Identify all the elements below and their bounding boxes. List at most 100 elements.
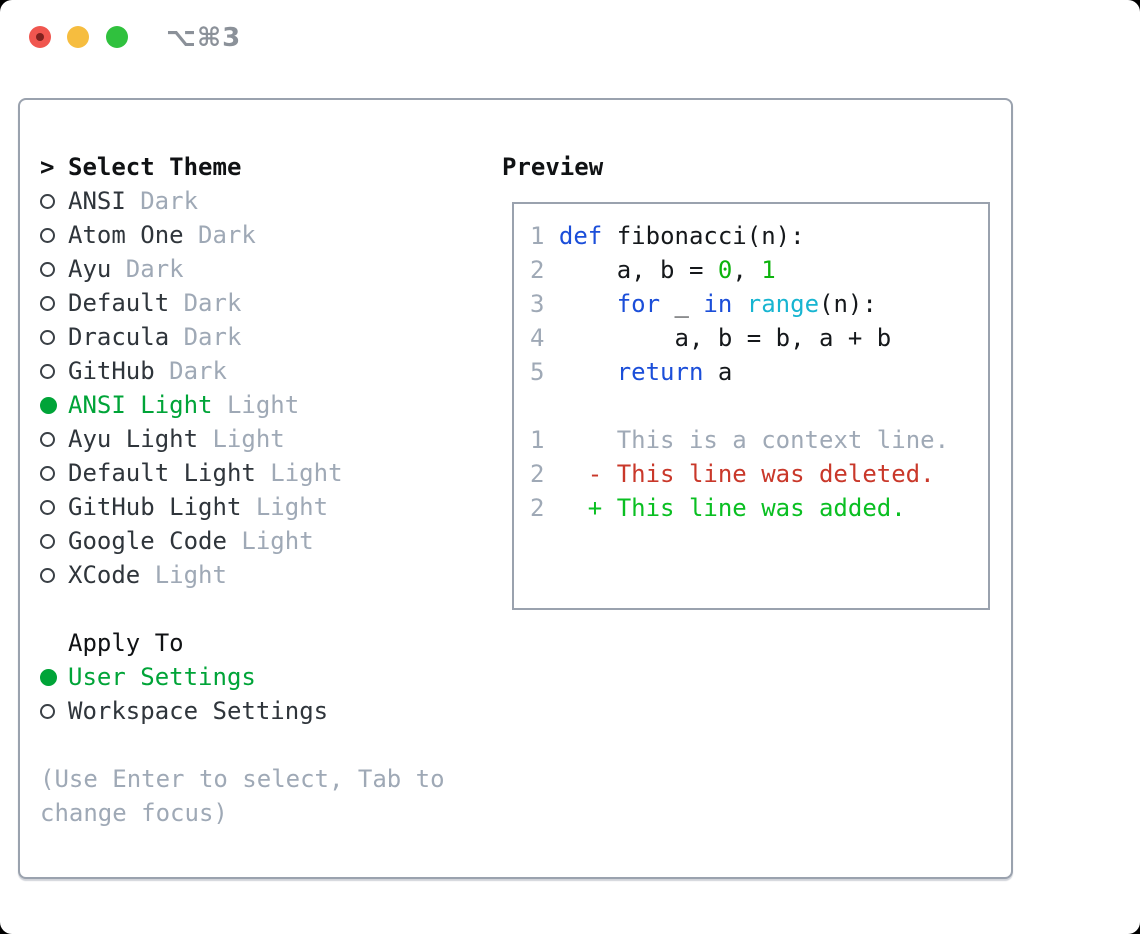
code-blank-line: [530, 389, 988, 423]
radio-icon: [40, 431, 55, 447]
theme-name: Ayu: [68, 255, 112, 283]
theme-name: ANSI: [68, 187, 126, 215]
theme-variant: Dark: [183, 323, 242, 351]
code-line: 1 def fibonacci(n):: [530, 219, 988, 253]
code-segment-lnum: 5: [530, 358, 559, 386]
code-line: 4 a, b = b, a + b: [530, 321, 988, 355]
help-text: (Use Enter to select, Tab to change focu…: [40, 765, 445, 827]
code-segment-lnum: 2: [530, 494, 588, 522]
radio-marker: [40, 567, 68, 583]
theme-name: GitHub: [68, 357, 155, 385]
theme-name: Dracula: [68, 323, 170, 351]
apply-option[interactable]: User Settings: [40, 660, 328, 694]
minimize-button[interactable]: [67, 26, 89, 48]
theme-item[interactable]: Default Dark: [40, 286, 343, 320]
theme-variant: Dark: [169, 357, 227, 385]
code-segment-plain: a, b = b, a + b: [558, 324, 892, 352]
radio-marker: [40, 533, 68, 549]
radio-marker: [40, 329, 68, 345]
theme-name: ANSI Light: [68, 391, 213, 419]
theme-items: ANSI Dark Atom One Dark Ayu Dark Default…: [40, 184, 343, 592]
code-segment-kw: for: [616, 290, 661, 318]
code-line: 1 This is a context line.: [530, 423, 988, 457]
theme-variant: Dark: [140, 187, 199, 215]
theme-item[interactable]: ANSI Dark: [40, 184, 343, 218]
code-line: 5 return a: [530, 355, 988, 389]
theme-item[interactable]: Google Code Light: [40, 524, 343, 558]
theme-item[interactable]: Dracula Dark: [40, 320, 343, 354]
theme-variant: Light: [212, 425, 285, 453]
theme-item[interactable]: ANSI Light Light: [40, 388, 343, 422]
theme-picker-dialog: > Select Theme ANSI Dark Atom One Dark A…: [18, 98, 1013, 879]
theme-item[interactable]: Ayu Dark: [40, 252, 343, 286]
theme-variant: Dark: [183, 289, 242, 317]
theme-variant: Dark: [198, 221, 256, 249]
code-segment-lnum: 3: [530, 290, 559, 318]
radio-icon: [40, 396, 57, 414]
theme-item[interactable]: GitHub Dark: [40, 354, 343, 388]
close-button[interactable]: [29, 26, 51, 48]
radio-marker: [40, 295, 68, 311]
apply-to-title: Apply To: [68, 629, 184, 657]
code-segment-plain: a: [703, 358, 733, 386]
code-segment-lnum: 2: [530, 460, 588, 488]
code-line: 2 + This line was added.: [530, 491, 988, 525]
theme-name: GitHub Light: [68, 493, 242, 521]
apply-option[interactable]: Workspace Settings: [40, 694, 328, 728]
code-segment-kw: return: [616, 358, 704, 386]
window-title: ⌥⌘3: [166, 23, 242, 53]
theme-item[interactable]: XCode Light: [40, 558, 343, 592]
code-segment-lnum: 4: [530, 324, 559, 352]
code-line: 2 - This line was deleted.: [530, 457, 988, 491]
apply-to-header-row: Apply To: [40, 626, 328, 660]
radio-icon: [40, 295, 55, 311]
radio-icon: [40, 703, 55, 719]
radio-icon: [40, 193, 55, 209]
radio-icon: [40, 261, 55, 277]
code-segment-plain: [559, 358, 617, 386]
cursor-marker: >: [40, 153, 68, 181]
radio-icon: [40, 668, 57, 686]
theme-item[interactable]: Default Light Light: [40, 456, 343, 490]
code-segment-add: + This line was added.: [587, 494, 906, 522]
code-segment-plain: [732, 290, 746, 318]
radio-marker: [40, 431, 68, 447]
apply-options: User Settings Workspace Settings: [40, 660, 328, 728]
code-segment-lnum: 1: [530, 222, 559, 250]
theme-variant: Light: [270, 459, 343, 487]
code-line: 3 for _ in range(n):: [530, 287, 988, 321]
preview-title: Preview: [502, 153, 604, 181]
theme-name: Google Code: [68, 527, 227, 555]
radio-marker: [40, 703, 68, 719]
theme-variant: Light: [154, 561, 227, 589]
theme-variant: Light: [255, 493, 329, 521]
radio-marker: [40, 499, 68, 515]
theme-variant: Light: [226, 391, 300, 419]
theme-variant: Dark: [125, 255, 184, 283]
radio-icon: [40, 363, 55, 379]
titlebar: ⌥⌘3: [0, 0, 1140, 62]
radio-marker: [40, 261, 68, 277]
code-segment-num: 0: [717, 256, 733, 284]
code-segment-lnum: 1: [530, 426, 617, 454]
theme-name: Default Light: [68, 459, 256, 487]
theme-name: Atom One: [68, 221, 184, 249]
theme-item[interactable]: GitHub Light Light: [40, 490, 343, 524]
radio-icon: [40, 329, 55, 345]
radio-icon: [40, 227, 55, 243]
radio-marker: [40, 396, 68, 414]
code-segment-plain: (n):: [819, 290, 877, 318]
theme-item[interactable]: Atom One Dark: [40, 218, 343, 252]
close-dot-icon: [36, 33, 44, 41]
code-segment-lnum: 2: [530, 256, 559, 284]
code-segment-plain: _: [660, 290, 704, 318]
code-segment-plain: fibonacci(n):: [602, 222, 805, 250]
radio-marker: [40, 227, 68, 243]
zoom-button[interactable]: [106, 26, 128, 48]
theme-item[interactable]: Ayu Light Light: [40, 422, 343, 456]
code-segment-plain: [559, 290, 617, 318]
apply-option-label: User Settings: [68, 663, 256, 691]
